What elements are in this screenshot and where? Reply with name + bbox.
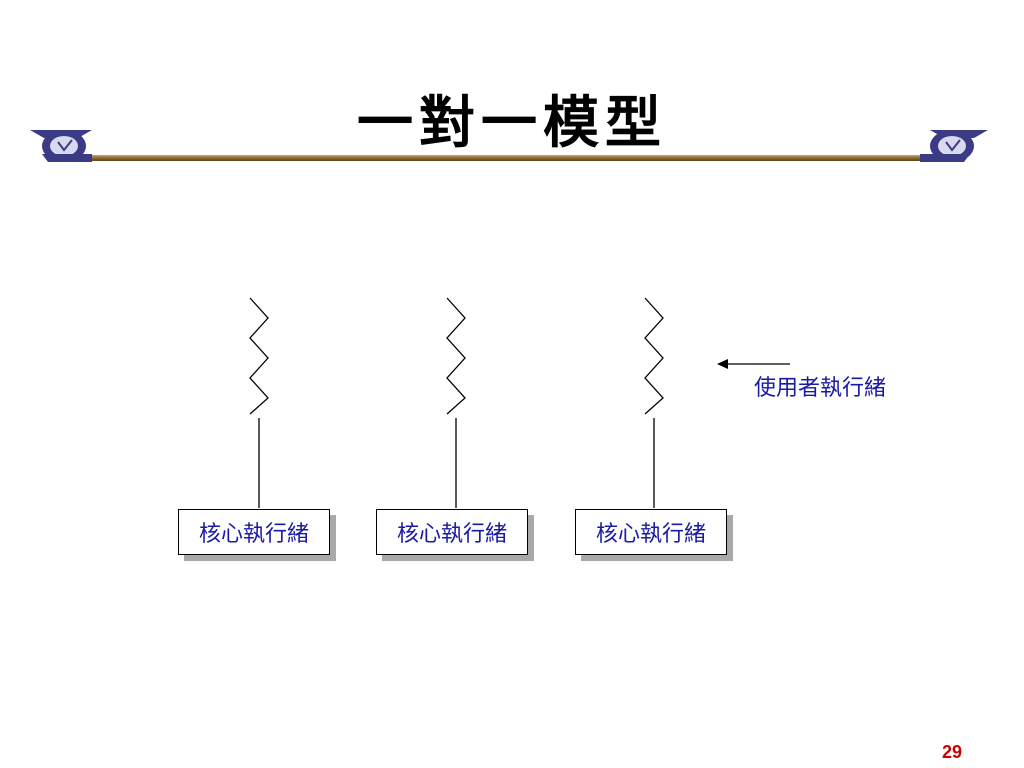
kernel-thread-label: 核心執行緒	[198, 522, 309, 547]
slide-title: 一對一模型	[357, 90, 667, 156]
title-divider	[90, 155, 935, 161]
page-number: 29	[941, 742, 962, 762]
kernel-thread-box-1: 核心執行緒	[178, 509, 330, 555]
kernel-thread-box-3: 核心執行緒	[575, 509, 727, 555]
user-thread-1	[249, 297, 269, 415]
user-thread-label: 使用者執行緒	[754, 376, 887, 401]
kernel-thread-box-2: 核心執行緒	[376, 509, 528, 555]
clock-logo-icon	[920, 130, 988, 162]
clock-logo-icon	[30, 130, 92, 162]
user-thread-3	[644, 297, 664, 415]
kernel-thread-label: 核心執行緒	[396, 522, 507, 547]
kernel-thread-label: 核心執行緒	[595, 522, 706, 547]
label-arrowhead	[717, 359, 728, 369]
user-thread-2	[446, 297, 466, 415]
title-rule	[30, 130, 988, 162]
